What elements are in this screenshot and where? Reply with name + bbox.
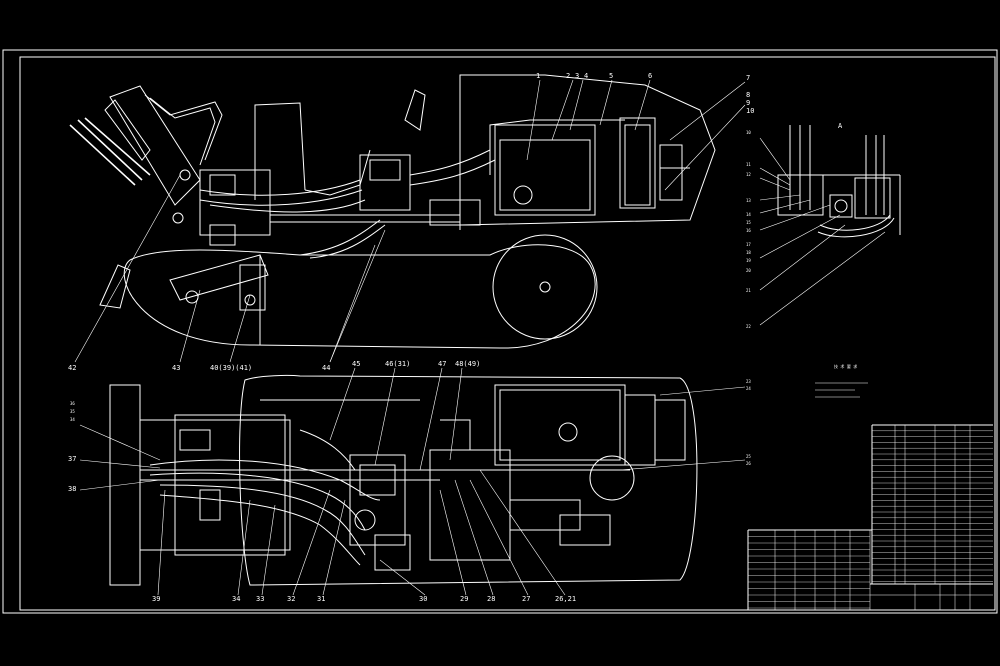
callout-6: 6 [648, 72, 652, 80]
detail-view-a: A 10 11 12 13 14 15 16 17 18 19 20 21 [746, 122, 901, 329]
parts-list [871, 424, 993, 584]
detail-callout-16: 16 [746, 228, 751, 233]
callout-44: 44 [322, 364, 330, 372]
plan-callout-48-49: 48(49) [455, 360, 480, 368]
plan-callout-30: 30 [419, 595, 427, 603]
plan-callout-36: 36 [70, 401, 75, 406]
plan-callout-29: 29 [460, 595, 468, 603]
plan-callout-39: 39 [152, 595, 160, 603]
detail-callout-22: 22 [746, 324, 751, 329]
plan-callout-46-31: 46(31) [385, 360, 410, 368]
detail-callout-10: 10 [746, 130, 751, 135]
inner-frame [19, 56, 996, 611]
plan-callout-37: 37 [68, 455, 76, 463]
detail-callout-21: 21 [746, 288, 751, 293]
callout-42: 42 [68, 364, 76, 372]
detail-callout-20: 20 [746, 268, 751, 273]
callout-3: 3 [575, 72, 579, 80]
plan-callout-23: 23 [746, 379, 751, 384]
detail-callout-18: 18 [746, 250, 751, 255]
plan-callout-47: 47 [438, 360, 446, 368]
callout-40-39-41: 40(39)(41) [210, 364, 252, 372]
plan-callout-24: 24 [746, 386, 751, 391]
detail-callout-15: 15 [746, 220, 751, 225]
title-block [747, 529, 993, 610]
callout-7: 7 [746, 74, 750, 82]
plan-callout-33: 33 [256, 595, 264, 603]
plan-callout-28: 28 [487, 595, 495, 603]
callout-1: 1 [536, 72, 540, 80]
plan-view [109, 375, 698, 586]
plan-callout-27: 27 [522, 595, 530, 603]
plan-callout-45: 45 [352, 360, 360, 368]
detail-title: A [838, 122, 843, 130]
plan-callout-26-21: 26,21 [555, 595, 576, 603]
plan-callout-25: 25 [746, 454, 751, 459]
plan-callout-35: 35 [70, 409, 75, 414]
plan-callout-34: 34 [70, 417, 75, 422]
detail-callout-19: 19 [746, 258, 751, 263]
detail-callout-17: 17 [746, 242, 751, 247]
side-view-callouts: 1 2 3 4 5 6 7 8 9 10 42 43 40(39)(41) 44 [68, 72, 754, 372]
callout-9: 9 [746, 99, 750, 107]
detail-callout-11: 11 [746, 162, 751, 167]
plan-callout-38: 38 [68, 485, 76, 493]
notes-heading: 技 术 要 求 [834, 363, 857, 369]
callout-43: 43 [172, 364, 180, 372]
callout-10: 10 [746, 107, 754, 115]
detail-callout-14: 14 [746, 212, 751, 217]
plan-callout-26: 26 [746, 461, 751, 466]
callout-8: 8 [746, 91, 750, 99]
outer-frame [2, 49, 998, 614]
plan-callout-34b: 34 [232, 595, 240, 603]
technical-notes: 技 术 要 求 [815, 363, 868, 398]
plan-view-callouts: 45 46(31) 47 48(49) 36 35 34 37 38 23 24… [68, 360, 751, 603]
callout-2: 2 [566, 72, 570, 80]
plan-callout-32: 32 [287, 595, 295, 603]
plan-callout-31: 31 [317, 595, 325, 603]
detail-callout-12: 12 [746, 172, 751, 177]
callout-4: 4 [584, 72, 588, 80]
side-view [69, 74, 716, 349]
detail-callout-13: 13 [746, 198, 751, 203]
callout-5: 5 [609, 72, 613, 80]
